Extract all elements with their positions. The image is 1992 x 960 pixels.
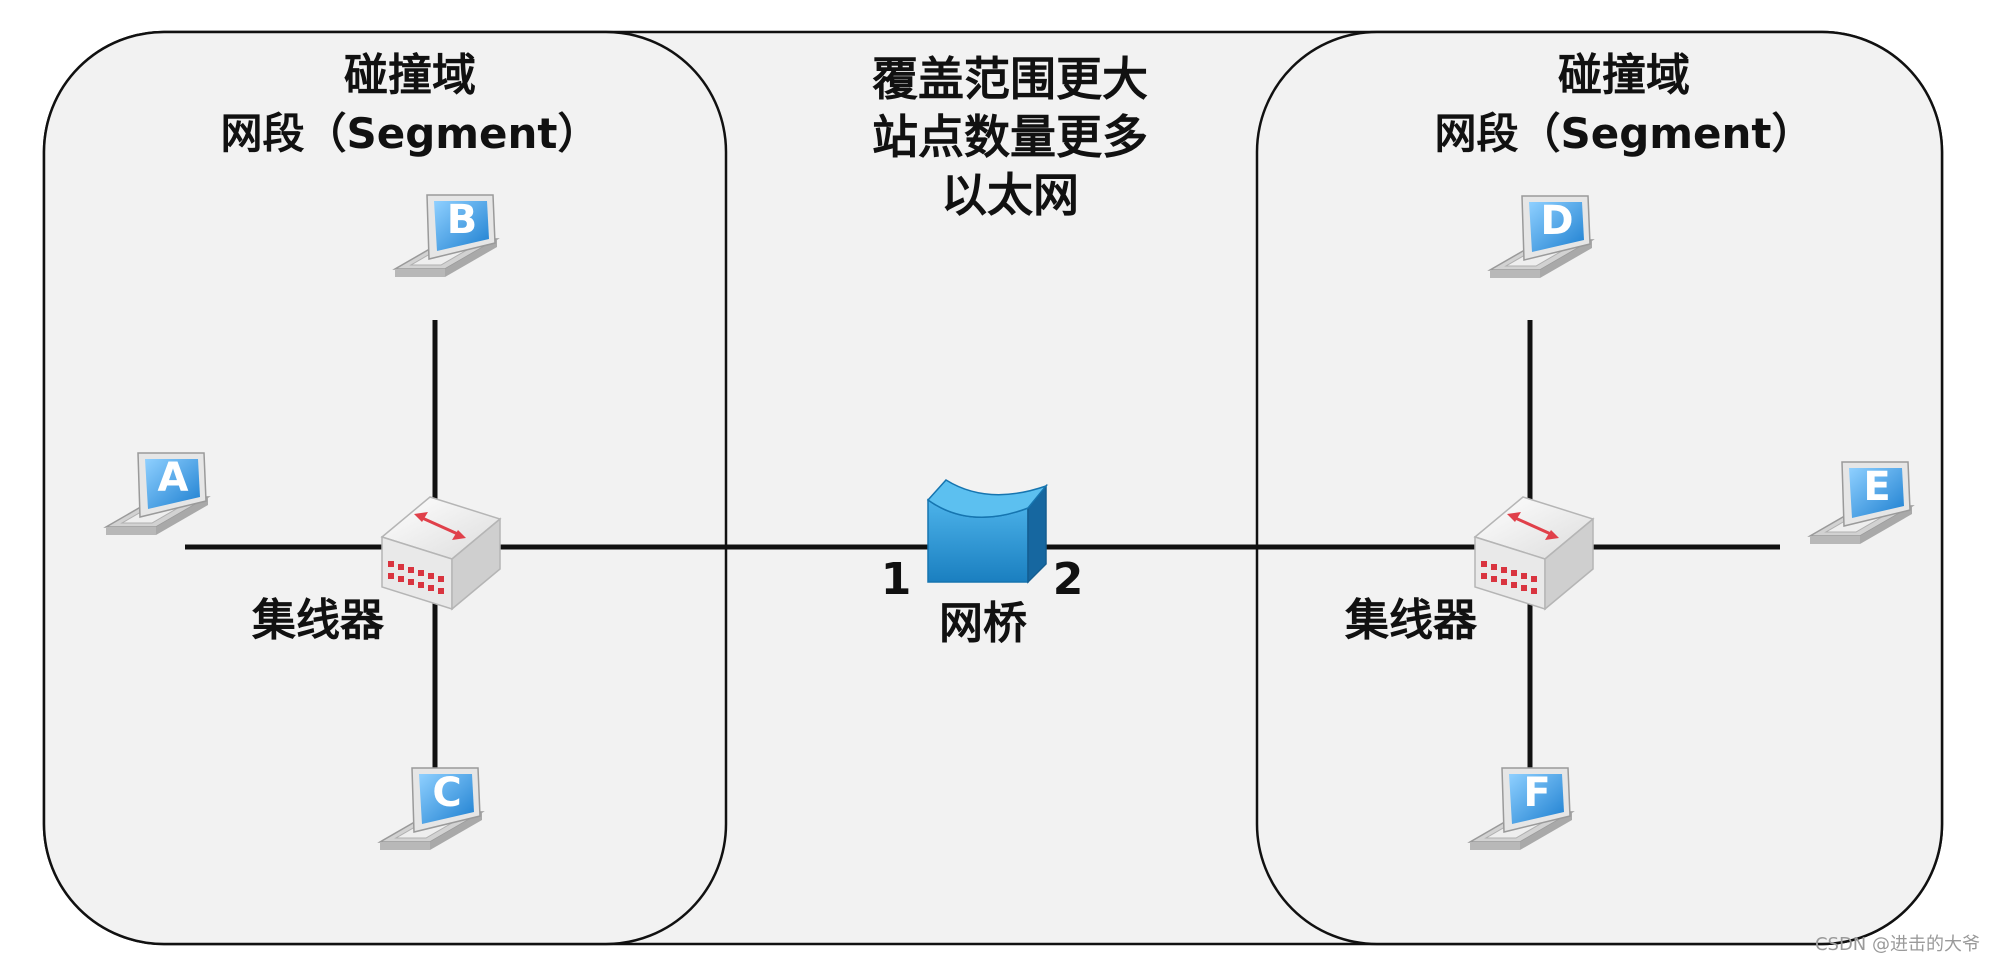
left-hub-label: 集线器 xyxy=(251,595,385,646)
bridge-port-2: 2 xyxy=(1053,554,1084,605)
bridge-label: 网桥 xyxy=(939,598,1027,649)
left-collision-domain-title: 碰撞域 xyxy=(344,50,476,101)
bridge-icon xyxy=(928,480,1046,582)
watermark: CSDN @进击的大爷 xyxy=(1815,934,1980,955)
right-collision-domain xyxy=(1257,32,1942,944)
center-line-2: 站点数量更多 xyxy=(872,110,1148,164)
host-f-label: F xyxy=(1523,770,1550,816)
host-c-label: C xyxy=(432,770,461,816)
left-segment-subtitle: 网段（Segment） xyxy=(220,109,599,158)
bridge-port-1: 1 xyxy=(881,554,912,605)
center-line-3: 以太网 xyxy=(941,168,1079,222)
host-a-label: A xyxy=(158,455,189,501)
host-b-label: B xyxy=(447,197,478,243)
host-e-label: E xyxy=(1863,464,1890,510)
center-line-1: 覆盖范围更大 xyxy=(872,52,1148,106)
host-d-label: D xyxy=(1540,198,1573,244)
right-segment-subtitle: 网段（Segment） xyxy=(1434,109,1813,158)
right-hub-label: 集线器 xyxy=(1344,595,1478,646)
right-collision-domain-title: 碰撞域 xyxy=(1558,50,1690,101)
